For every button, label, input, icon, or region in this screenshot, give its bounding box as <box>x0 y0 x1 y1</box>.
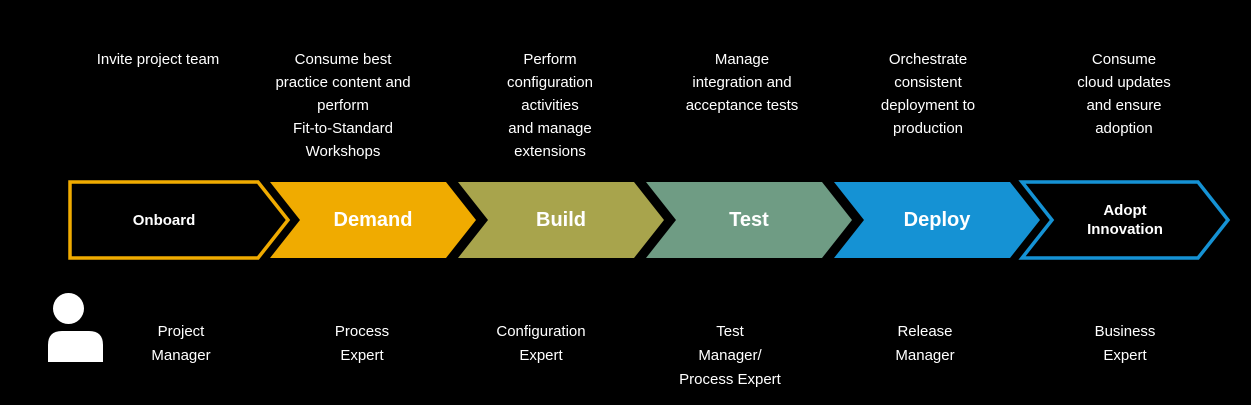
chevron-deploy <box>834 182 1040 258</box>
stage-description-deploy: Orchestrate consistent deployment to pro… <box>880 51 976 137</box>
chevron-test <box>646 182 852 258</box>
stage-description-onboard: Invite project team <box>96 51 220 68</box>
stage-role-onboard: Project Manager <box>151 323 211 364</box>
stage-label-deploy: Deploy <box>903 208 971 231</box>
stage-description-adopt-innovation: Consume cloud updates and ensure adoptio… <box>1077 51 1171 137</box>
stage-role-adopt-innovation: Business Expert <box>1094 323 1156 364</box>
stage-role-test: Test Manager/ Process Expert <box>679 323 781 388</box>
stage-description-demand: Consume best practice content and perfor… <box>275 51 411 160</box>
chevron-onboard <box>68 180 291 260</box>
person-icon-body <box>48 331 103 362</box>
stage-role-build: Configuration Expert <box>496 323 586 364</box>
stage-label-onboard: Onboard <box>132 211 196 229</box>
stage-label-test: Test <box>729 208 769 231</box>
stage-label-build: Build <box>536 208 586 231</box>
stage-label-demand: Demand <box>333 208 413 231</box>
stage-role-deploy: Release Manager <box>895 323 955 364</box>
chevron-adopt-innovation <box>1018 180 1231 260</box>
stage-description-build: Perform configuration activities and man… <box>507 51 593 160</box>
chevron-build <box>458 182 664 258</box>
person-icon <box>48 293 103 362</box>
person-icon-head <box>53 293 84 324</box>
stage-label-adopt-innovation: Adopt Innovation <box>1087 202 1163 238</box>
stage-role-demand: Process Expert <box>334 323 390 364</box>
stage-description-test: Manage integration and acceptance tests <box>685 51 799 114</box>
chevron-demand <box>270 182 476 258</box>
